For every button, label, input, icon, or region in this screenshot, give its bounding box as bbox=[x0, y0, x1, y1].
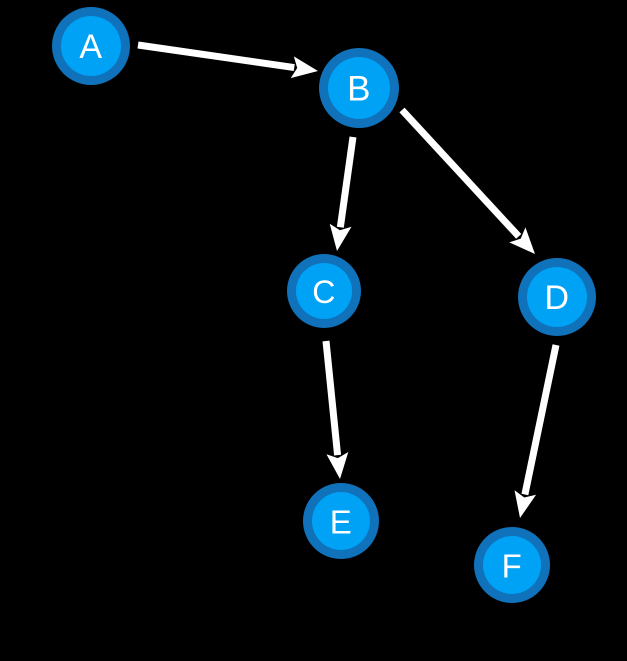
node-fill bbox=[328, 57, 390, 119]
nodes-layer: A B C D E F bbox=[52, 7, 596, 603]
node-label-e: E bbox=[330, 504, 353, 541]
arrowhead-icon bbox=[290, 56, 318, 79]
arrowhead-icon bbox=[514, 490, 537, 518]
edge-b-to-c[interactable] bbox=[329, 136, 357, 251]
arrowhead-icon bbox=[326, 452, 349, 479]
node-label-d: D bbox=[544, 279, 569, 317]
edge-a-to-b[interactable] bbox=[137, 41, 318, 79]
edge-line bbox=[521, 344, 560, 496]
edge-line bbox=[137, 41, 295, 72]
edge-c-to-e[interactable] bbox=[322, 340, 349, 479]
edge-d-to-f[interactable] bbox=[514, 344, 560, 518]
node-e[interactable]: E bbox=[303, 483, 379, 559]
edge-b-to-d[interactable] bbox=[399, 107, 535, 254]
arrowhead-icon bbox=[329, 223, 352, 251]
node-d[interactable]: D bbox=[518, 258, 596, 336]
node-c[interactable]: C bbox=[287, 254, 361, 328]
edge-line bbox=[399, 107, 522, 239]
edge-line bbox=[322, 340, 342, 456]
node-fill bbox=[312, 492, 370, 550]
node-b[interactable]: B bbox=[319, 48, 399, 128]
node-a[interactable]: A bbox=[52, 7, 130, 85]
node-fill bbox=[296, 263, 352, 319]
node-fill bbox=[483, 536, 541, 594]
edges-layer bbox=[137, 41, 560, 518]
node-label-c: C bbox=[312, 274, 336, 310]
node-label-f: F bbox=[502, 548, 523, 585]
node-fill bbox=[61, 16, 121, 76]
node-label-a: A bbox=[79, 28, 102, 66]
node-fill bbox=[527, 267, 587, 327]
edge-line bbox=[336, 136, 357, 228]
node-f[interactable]: F bbox=[474, 527, 550, 603]
arrowhead-icon bbox=[509, 227, 535, 254]
node-label-b: B bbox=[347, 70, 371, 109]
